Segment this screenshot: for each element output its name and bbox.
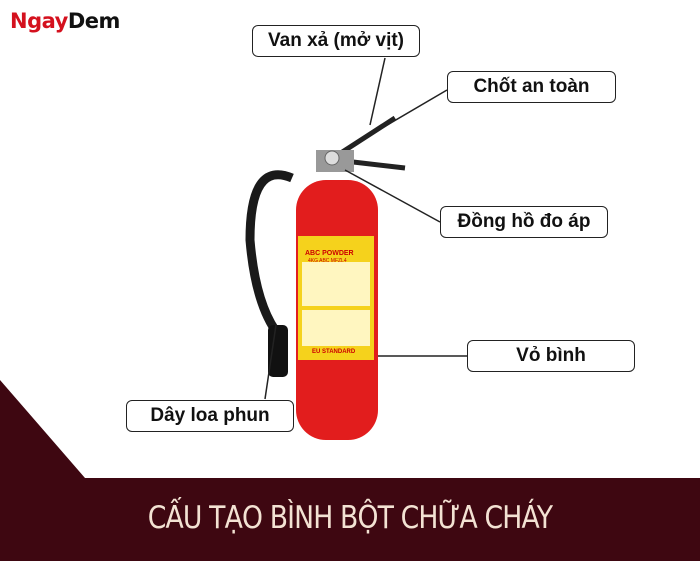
page-title: CẤU TẠO BÌNH BỘT CHỮA CHÁY <box>147 500 553 536</box>
label-body: Vỏ bình <box>467 340 635 372</box>
callout-lines <box>264 57 467 400</box>
label-pressure-gauge: Đồng hồ đo áp <box>440 206 608 238</box>
title-band <box>0 380 700 561</box>
label-safety-pin: Chốt an toàn <box>447 71 616 103</box>
extinguisher-label-line1: ABC POWDER <box>305 250 354 257</box>
extinguisher-label-footer: EU STANDARD <box>312 349 356 355</box>
extinguisher-label-line2: 4KG ABC MFZL4 <box>308 258 347 264</box>
logo: NgayDem <box>10 9 120 33</box>
nozzle <box>268 325 288 377</box>
label-hose: Dây loa phun <box>126 400 294 432</box>
hose <box>245 170 294 333</box>
pressure-gauge <box>324 150 340 166</box>
fire-extinguisher <box>245 115 406 440</box>
label-valve: Van xả (mở vịt) <box>252 25 420 57</box>
